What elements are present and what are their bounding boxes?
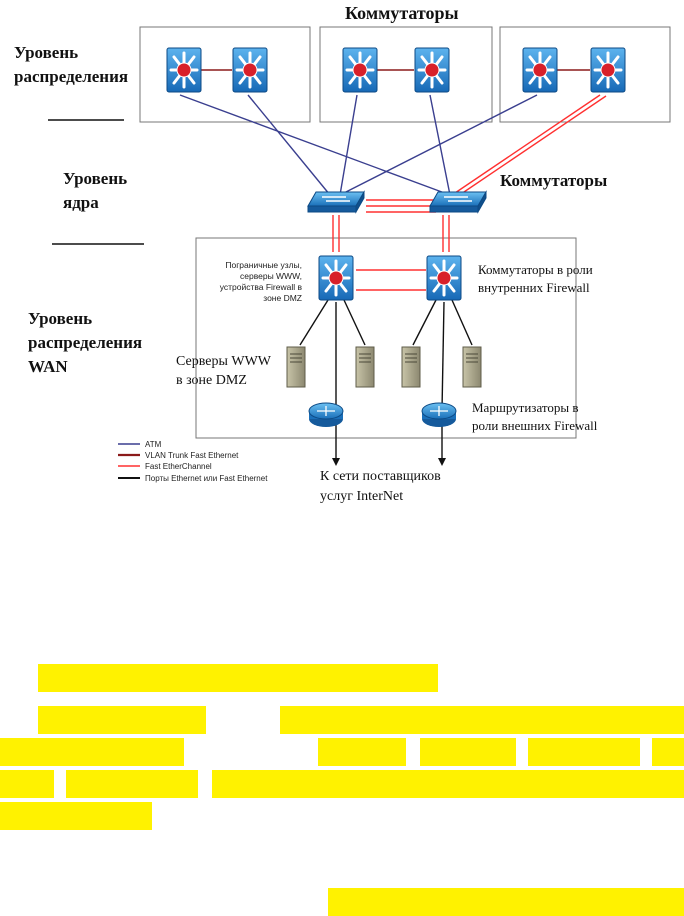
www-server (401, 346, 421, 388)
wan-switch (317, 254, 355, 302)
ethernet-links (299, 299, 473, 462)
legend: ATM VLAN Trunk Fast Ethernet Fast EtherC… (118, 440, 268, 483)
border-nodes-label: устройства Firewall в (220, 282, 303, 292)
highlight-band (38, 706, 206, 734)
www-servers-label: в зоне DMZ (176, 373, 247, 388)
highlight-band (328, 888, 684, 916)
core-to-wan-links (332, 215, 450, 252)
routers-label: Маршрутизаторы в (472, 400, 579, 415)
distribution-level-label: Уровень (14, 43, 78, 62)
www-server (355, 346, 375, 388)
distribution-switch (521, 46, 559, 94)
network-diagram: Коммутаторы Уровень распределения Уровен… (14, 3, 671, 504)
highlight-band (420, 738, 516, 766)
wan-level-label: WAN (28, 357, 68, 376)
isp-label: К сети поставщиков (320, 469, 441, 484)
border-nodes-label: Пограничные узлы, (225, 260, 302, 270)
distribution-group-2 (319, 26, 493, 123)
router (421, 402, 457, 428)
etherchannel-links (454, 94, 607, 195)
highlight-band (212, 770, 684, 798)
distribution-switch (589, 46, 627, 94)
highlight-band (66, 770, 198, 798)
core-switch (429, 191, 487, 213)
border-nodes-label: серверы WWW, (240, 271, 302, 281)
distribution-switch (231, 46, 269, 94)
highlight-band (528, 738, 640, 766)
arrow-head (332, 458, 340, 466)
routers-label: роли внешних Firewall (472, 418, 598, 433)
wan-switch (425, 254, 463, 302)
router (308, 402, 344, 428)
wan-switch-links (356, 269, 426, 291)
core-level-label: Уровень (63, 169, 127, 188)
wan-distribution-box (195, 237, 577, 439)
internal-firewall-label: внутренних Firewall (478, 280, 590, 295)
highlight-band (280, 706, 684, 734)
www-server (462, 346, 482, 388)
highlight-band (0, 738, 184, 766)
distribution-switch (413, 46, 451, 94)
switches-core-label: Коммутаторы (500, 171, 607, 190)
wan-level-label: распределения (28, 333, 142, 352)
highlight-band (0, 802, 152, 830)
legend-label: ATM (145, 440, 162, 449)
highlight-band (318, 738, 406, 766)
wan-level-label: Уровень (28, 309, 92, 328)
distribution-group-3 (499, 26, 671, 123)
arrow-head (438, 458, 446, 466)
highlight-band (0, 770, 54, 798)
isp-label: услуг InterNet (320, 489, 403, 504)
distribution-group-1 (139, 26, 311, 123)
legend-label: Порты Ethernet или Fast Ethernet (145, 474, 268, 483)
highlight-band (38, 664, 438, 692)
atm-links (179, 94, 538, 196)
core-switch (307, 191, 365, 213)
highlight-band (652, 738, 684, 766)
www-servers-label: Серверы WWW (176, 354, 272, 369)
core-etherchannel (366, 199, 436, 213)
border-nodes-label: зоне DMZ (263, 293, 302, 303)
core-level-label: ядра (63, 193, 99, 212)
distribution-switch (341, 46, 379, 94)
legend-label: VLAN Trunk Fast Ethernet (145, 451, 239, 460)
switches-top-label: Коммутаторы (345, 3, 459, 23)
www-server (286, 346, 306, 388)
distribution-level-label: распределения (14, 67, 128, 86)
legend-label: Fast EtherChannel (145, 462, 212, 471)
internal-firewall-label: Коммутаторы в роли (478, 262, 593, 277)
distribution-switch (165, 46, 203, 94)
